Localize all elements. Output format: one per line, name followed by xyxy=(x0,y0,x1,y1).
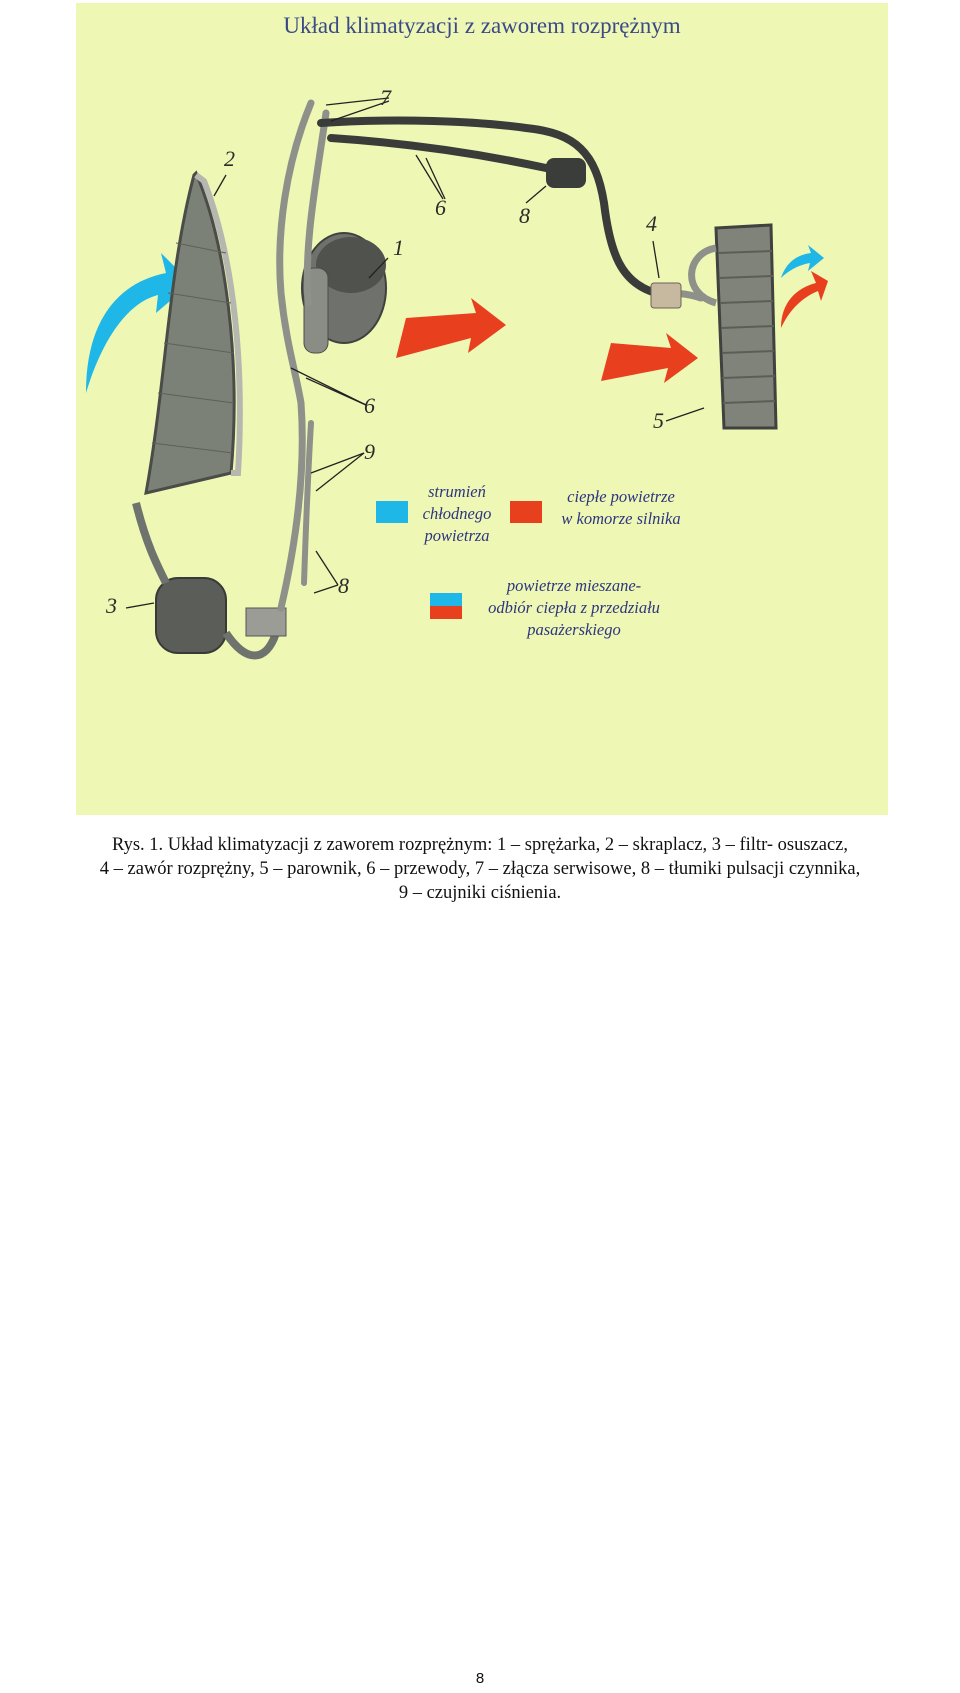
legend-mixed-swatch-blue xyxy=(430,593,462,606)
expansion-valve-shape xyxy=(650,282,682,309)
mixed-air-arrow-blue xyxy=(781,245,824,278)
legend-warm-swatch xyxy=(510,501,542,523)
evaporator-shape xyxy=(688,223,778,430)
mixed-air-arrow-red xyxy=(781,271,828,328)
legend-warm-label: ciepłe powietrze w komorze silnika xyxy=(561,487,681,528)
compressor-shape xyxy=(301,232,387,354)
caption-line-1: Rys. 1. Układ klimatyzacji z zaworem roz… xyxy=(111,835,849,855)
ac-system-illustration xyxy=(86,97,828,660)
callout-2: 2 xyxy=(224,146,235,171)
callout-arrows xyxy=(125,97,705,609)
callout-5: 5 xyxy=(653,408,664,433)
warm-air-arrow-middle xyxy=(396,298,506,358)
callout-1: 1 xyxy=(393,235,404,260)
legend-cold-label: strumień chłodnego powietrza xyxy=(422,482,492,545)
page-number: 8 xyxy=(475,1670,485,1687)
callout-4: 4 xyxy=(646,211,657,236)
figure-caption: Rys. 1. Układ klimatyzacji z zaworem roz… xyxy=(0,833,960,905)
callout-7: 7 xyxy=(380,85,391,110)
legend-cold-swatch xyxy=(376,501,408,523)
condenser-shape xyxy=(144,170,243,495)
callout-6-upper: 6 xyxy=(435,195,446,220)
muffler-upper-shape xyxy=(546,158,586,188)
callout-6-lower: 6 xyxy=(364,393,375,418)
callout-8-lower: 8 xyxy=(338,573,349,598)
warm-air-arrow-right xyxy=(601,333,698,383)
callout-3: 3 xyxy=(106,593,117,618)
cold-air-arrow xyxy=(86,253,191,393)
legend-mixed-swatch-red xyxy=(430,606,462,619)
legend-mixed-label: powietrze mieszane- odbiór ciepła z prze… xyxy=(488,576,660,639)
callout-9: 9 xyxy=(364,439,375,464)
caption-line-3: 9 – czujniki ciśnienia. xyxy=(398,883,562,903)
filter-drier-shape xyxy=(132,502,287,660)
caption-line-2: 4 – zawór rozprężny, 5 – parownik, 6 – p… xyxy=(99,859,861,879)
callout-8-upper: 8 xyxy=(519,203,530,228)
ac-system-figure: Układ klimatyzacji z zaworem rozprężnym … xyxy=(76,3,888,815)
figure-title: Układ klimatyzacji z zaworem rozprężnym xyxy=(283,13,681,38)
